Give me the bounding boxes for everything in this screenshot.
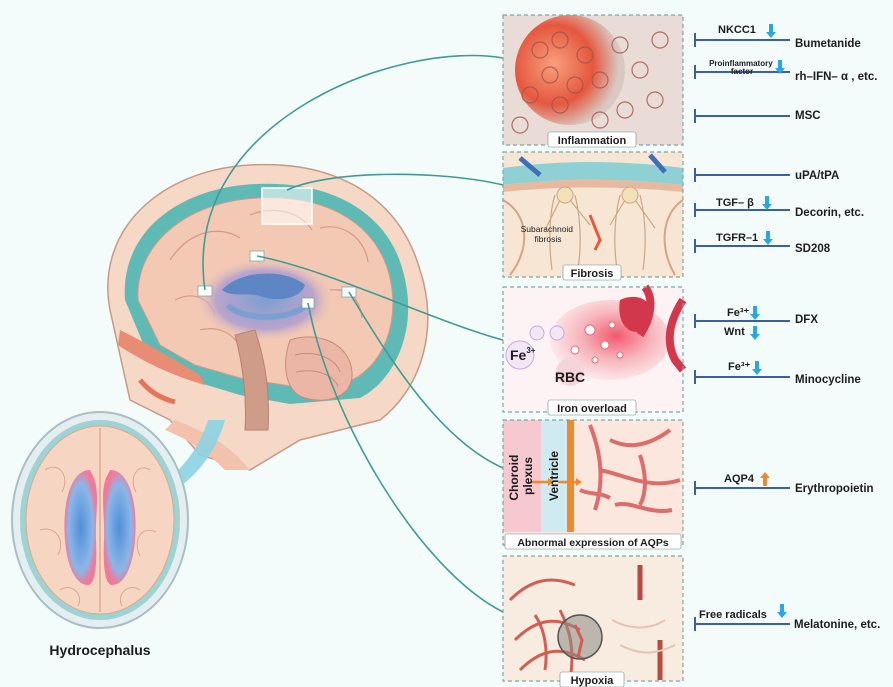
drug-minocycline: Minocycline xyxy=(795,374,861,386)
fibrosis-note-line1: Subarachnoid xyxy=(521,224,574,234)
marker-tgfr1: TGFR–1 xyxy=(716,232,758,244)
iron-fe-text: Fe xyxy=(510,347,527,363)
drug-melatonine: Melatonine, etc. xyxy=(794,619,880,631)
marker-free-radicals: Free radicals xyxy=(699,609,767,621)
arrow-down-icon xyxy=(777,604,787,618)
panel-hypoxia: Hypoxia xyxy=(503,556,683,687)
fibrosis-note-line2: fibrosis xyxy=(535,234,562,244)
marker-tgf-beta: TGF– β xyxy=(716,197,754,209)
panel-iron-title: Iron overload xyxy=(557,403,627,415)
marker-aqp4: AQP4 xyxy=(724,473,755,485)
marker-proinflammatory: Proinflammatory factor xyxy=(709,59,775,76)
axial-brain xyxy=(12,412,188,628)
arrow-down-icon xyxy=(750,306,760,320)
marker-wnt: Wnt xyxy=(724,326,745,338)
panel-aqp: Choroid plexus Ventricle Abnormal expres… xyxy=(503,420,683,549)
inhibition-line xyxy=(695,109,790,123)
arrow-down-icon xyxy=(752,361,762,375)
aqp-choroid-label: Choroid plexus xyxy=(507,451,535,500)
arrow-down-icon xyxy=(762,196,772,210)
inhibition-line xyxy=(695,168,790,182)
panel-inflammation: Inflammation xyxy=(503,15,683,147)
panel-inflammation-title: Inflammation xyxy=(558,135,627,147)
panel-fibrosis: Subarachnoid fibrosis Fibrosis xyxy=(503,152,683,280)
drug-dfx: DFX xyxy=(795,314,818,326)
sagittal-head xyxy=(108,165,428,470)
iron-fe-sup: 3+ xyxy=(526,346,535,355)
drug-erythropoietin: Erythropoietin xyxy=(795,483,874,495)
drug-decorin: Decorin, etc. xyxy=(795,207,864,219)
main-title: Hydrocephalus xyxy=(49,642,150,658)
drug-upa-tpa: uPA/tPA xyxy=(795,170,839,182)
drug-msc: MSC xyxy=(795,110,821,122)
arrow-up-icon xyxy=(760,472,770,486)
aqp-choroid-line2: plexus xyxy=(521,457,535,495)
arrow-down-icon xyxy=(763,231,773,245)
marker-proinflammatory-line2: factor xyxy=(731,67,753,76)
iron-rbc-label: RBC xyxy=(555,369,585,385)
aqp-choroid-line1: Choroid xyxy=(507,455,521,501)
marker-fe3-dfx: Fe³⁺ xyxy=(727,307,750,319)
panel-aqp-title: Abnormal expression of AQPs xyxy=(517,537,668,549)
arrow-down-icon xyxy=(750,326,760,340)
drug-rh-ifn: rh–IFN– α , etc. xyxy=(795,71,877,83)
aqp-ventricle-label: Ventricle xyxy=(547,451,561,501)
panel-fibrosis-title: Fibrosis xyxy=(571,268,614,280)
marker-fe3-minocycline: Fe³⁺ xyxy=(728,361,751,373)
drug-bumetanide: Bumetanide xyxy=(795,38,861,50)
arrow-down-icon xyxy=(766,24,776,38)
drug-sd208: SD208 xyxy=(795,243,831,255)
panel-iron: Fe3+ RBC Iron overload xyxy=(503,287,683,415)
marker-nkcc1: NKCC1 xyxy=(718,24,756,36)
panel-hypoxia-title: Hypoxia xyxy=(571,675,615,687)
